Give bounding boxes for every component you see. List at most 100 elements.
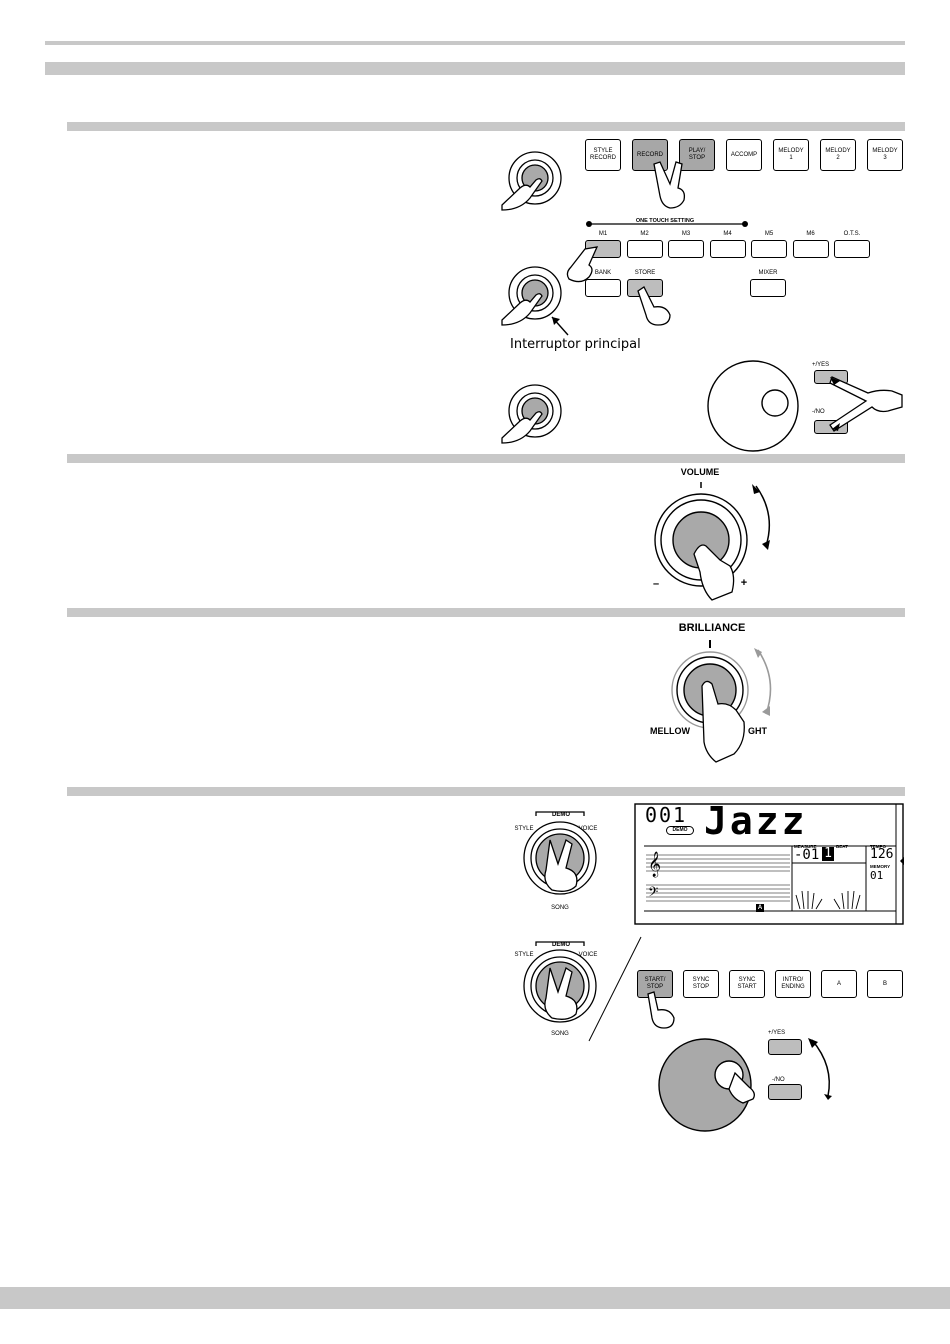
lcd-tempo-value: 126: [870, 847, 894, 862]
brilliance-left: MELLOW: [650, 726, 690, 736]
two-finger-hand-icon: [829, 376, 903, 432]
data-dial-2[interactable]: [657, 1035, 757, 1133]
hands-icon: [795, 890, 861, 910]
one-touch-label: ONE TOUCH SETTING: [635, 218, 695, 224]
memory-label-0: M1: [598, 231, 608, 237]
power-caption: Interruptor principal: [510, 337, 641, 352]
mixer-label: MIXER: [758, 270, 778, 276]
memory-label-1: M2: [640, 231, 649, 237]
top-button-6[interactable]: MELODY 3: [867, 139, 903, 171]
lcd-measure-value: -01: [794, 847, 820, 863]
no-label: -/NO: [812, 409, 825, 415]
lcd-memory-label: MEMORY: [870, 864, 891, 869]
top-button-4[interactable]: MELODY 1: [773, 139, 809, 171]
lcd-a-badge: A: [756, 904, 764, 912]
rotate-arrow-icon: [757, 649, 772, 715]
section-bar-demo: [67, 787, 905, 796]
demo-label-1: DEMO: [552, 812, 570, 818]
one-touch-bracket: [586, 221, 748, 227]
section-bar-brilliance: [67, 608, 905, 617]
memory-label-4: M5: [764, 231, 774, 237]
control-button-5[interactable]: B: [867, 970, 903, 998]
demo-knob-2[interactable]: [520, 940, 600, 1040]
brilliance-knob[interactable]: [670, 638, 790, 768]
bank-button[interactable]: [585, 279, 621, 297]
header-band: [45, 62, 905, 75]
yes-button-2[interactable]: [768, 1039, 802, 1055]
hand-pointer-icon: [701, 680, 745, 763]
hand-pointer-icon: [566, 246, 599, 283]
song-label-2: SONG: [551, 1031, 569, 1037]
memory-button-1[interactable]: [626, 240, 663, 258]
power-switch-3[interactable]: [500, 383, 562, 444]
rotate-arrow-icon: [755, 485, 771, 547]
lcd-beat-label: BEAT: [836, 844, 848, 849]
memory-label-6: O.T.S.: [843, 231, 861, 237]
lcd-display: 𝄞 𝄢: [634, 803, 904, 925]
style-label-2: STYLE: [514, 952, 534, 958]
two-finger-hand-icon: [544, 966, 578, 1020]
memory-button-3[interactable]: [709, 240, 746, 258]
power-switch-2[interactable]: [500, 265, 562, 326]
memory-button-5[interactable]: [792, 240, 829, 258]
control-button-2[interactable]: SYNC START: [729, 970, 765, 998]
demo-label-2: DEMO: [552, 942, 570, 948]
memory-button-6[interactable]: [834, 240, 870, 258]
demo-knob-1[interactable]: [520, 810, 600, 910]
section-bar-power: [67, 122, 905, 131]
rotate-arrow-icon: [808, 1038, 832, 1100]
section-bar-volume: [67, 454, 905, 463]
lcd-number: 001: [644, 803, 688, 827]
top-button-0[interactable]: STYLE RECORD: [585, 139, 621, 171]
lcd-demo-badge: DEMO: [666, 826, 694, 835]
hand-pointer-icon: [693, 544, 735, 601]
hand-pointer-icon: [728, 1071, 755, 1104]
lcd-measure-label: MEASURE: [794, 844, 817, 849]
memory-button-4[interactable]: [751, 240, 787, 258]
footer-band: [0, 1287, 950, 1309]
control-button-4[interactable]: A: [821, 970, 857, 998]
no-button-2[interactable]: [768, 1084, 802, 1100]
hand-pointer-icon: [501, 411, 543, 444]
memory-label-5: M6: [806, 231, 815, 237]
no-label-2: -/NO: [772, 1077, 785, 1083]
two-finger-hand-icon: [653, 161, 686, 209]
hand-pointer-icon: [637, 286, 671, 326]
memory-label-2: M3: [681, 231, 691, 237]
bank-label: BANK: [594, 270, 612, 276]
brilliance-title: BRILLIANCE: [678, 622, 746, 634]
hand-pointer-icon: [647, 991, 675, 1029]
two-finger-hand-icon: [544, 838, 578, 892]
mixer-button[interactable]: [750, 279, 786, 297]
hand-pointer-icon: [501, 178, 543, 211]
volume-minus: –: [652, 578, 660, 590]
lcd-name: Jazz: [704, 799, 808, 843]
voice-label-1: VOICE: [578, 826, 598, 832]
treble-clef-icon: 𝄞: [648, 851, 661, 877]
store-label: STORE: [634, 270, 656, 276]
arrow-icon: [551, 316, 569, 336]
divider-line: [588, 936, 642, 1042]
song-label-1: SONG: [551, 905, 569, 911]
top-button-2[interactable]: PLAY/ STOP: [679, 139, 715, 171]
lcd-memory-value: 01: [870, 869, 884, 882]
volume-plus: +: [740, 577, 748, 589]
brilliance-right: GHT: [748, 726, 767, 736]
memory-button-2[interactable]: [668, 240, 704, 258]
top-button-5[interactable]: MELODY 2: [820, 139, 856, 171]
memory-label-3: M4: [723, 231, 732, 237]
yes-label-2: +/YES: [768, 1030, 786, 1036]
yes-label: +/YES: [812, 362, 830, 368]
volume-title: VOLUME: [680, 467, 720, 477]
bass-clef-icon: 𝄢: [648, 884, 658, 903]
data-dial[interactable]: [703, 360, 803, 452]
style-label-1: STYLE: [514, 826, 534, 832]
control-button-3[interactable]: INTRO/ ENDING: [775, 970, 811, 998]
lcd-tempo-label: TEMPO: [870, 844, 887, 849]
power-switch-1[interactable]: [500, 150, 562, 211]
volume-knob[interactable]: [650, 480, 780, 605]
top-button-3[interactable]: ACCOMP: [726, 139, 762, 171]
header-rule: [45, 41, 905, 45]
control-button-1[interactable]: SYNC STOP: [683, 970, 719, 998]
lcd-beat-value: 1: [822, 847, 834, 861]
